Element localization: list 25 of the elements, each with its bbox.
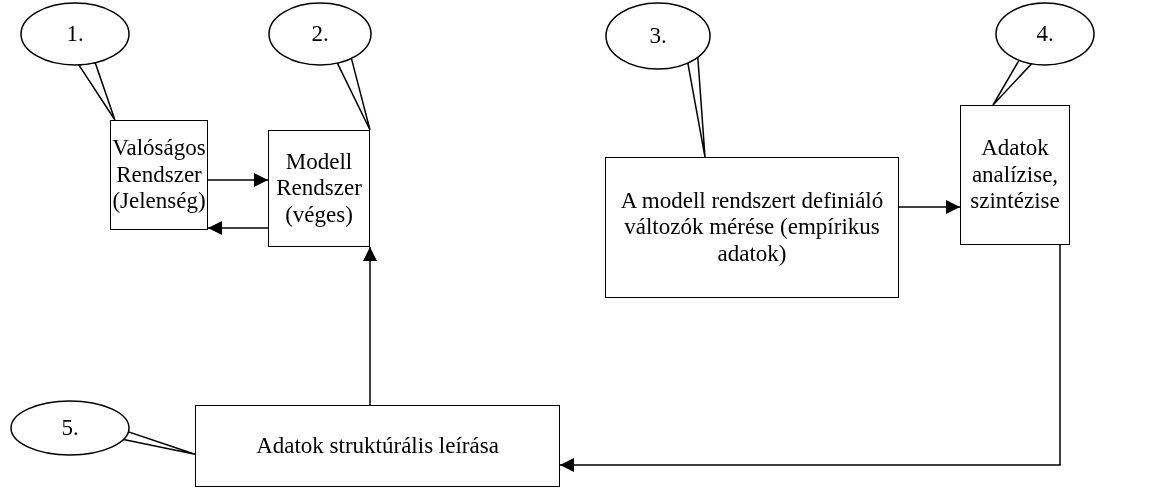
box-label: Valóságos Rendszer (Jelenség) — [112, 135, 206, 215]
box-label: A modell rendszert definiáló változók mérése (empírikus adatok) — [619, 187, 885, 268]
callout-number: 1. — [66, 21, 84, 47]
callout-number: 5. — [61, 415, 79, 441]
arrow — [207, 173, 269, 187]
arrow — [898, 200, 961, 214]
arrow — [207, 221, 269, 235]
arrow — [559, 244, 1061, 472]
box-label: Modell Rendszer (véges) — [276, 148, 362, 229]
process-box — [605, 157, 899, 298]
callout-tail — [77, 61, 116, 121]
process-box — [110, 120, 208, 230]
box-label: Adatok analízise, szintézise — [970, 135, 1060, 215]
callout-tail — [336, 57, 371, 131]
process-box — [960, 105, 1070, 245]
callout-number: 4. — [1036, 21, 1054, 47]
process-box — [195, 405, 560, 487]
callout-number: 3. — [649, 23, 667, 49]
process-box — [268, 130, 370, 247]
arrow — [363, 246, 377, 406]
callout-tail — [686, 55, 706, 158]
box-label: Adatok struktúrális leírása — [256, 432, 499, 460]
callout-tail — [992, 59, 1033, 106]
callout-tail — [122, 430, 196, 455]
callout-number: 2. — [311, 21, 329, 47]
